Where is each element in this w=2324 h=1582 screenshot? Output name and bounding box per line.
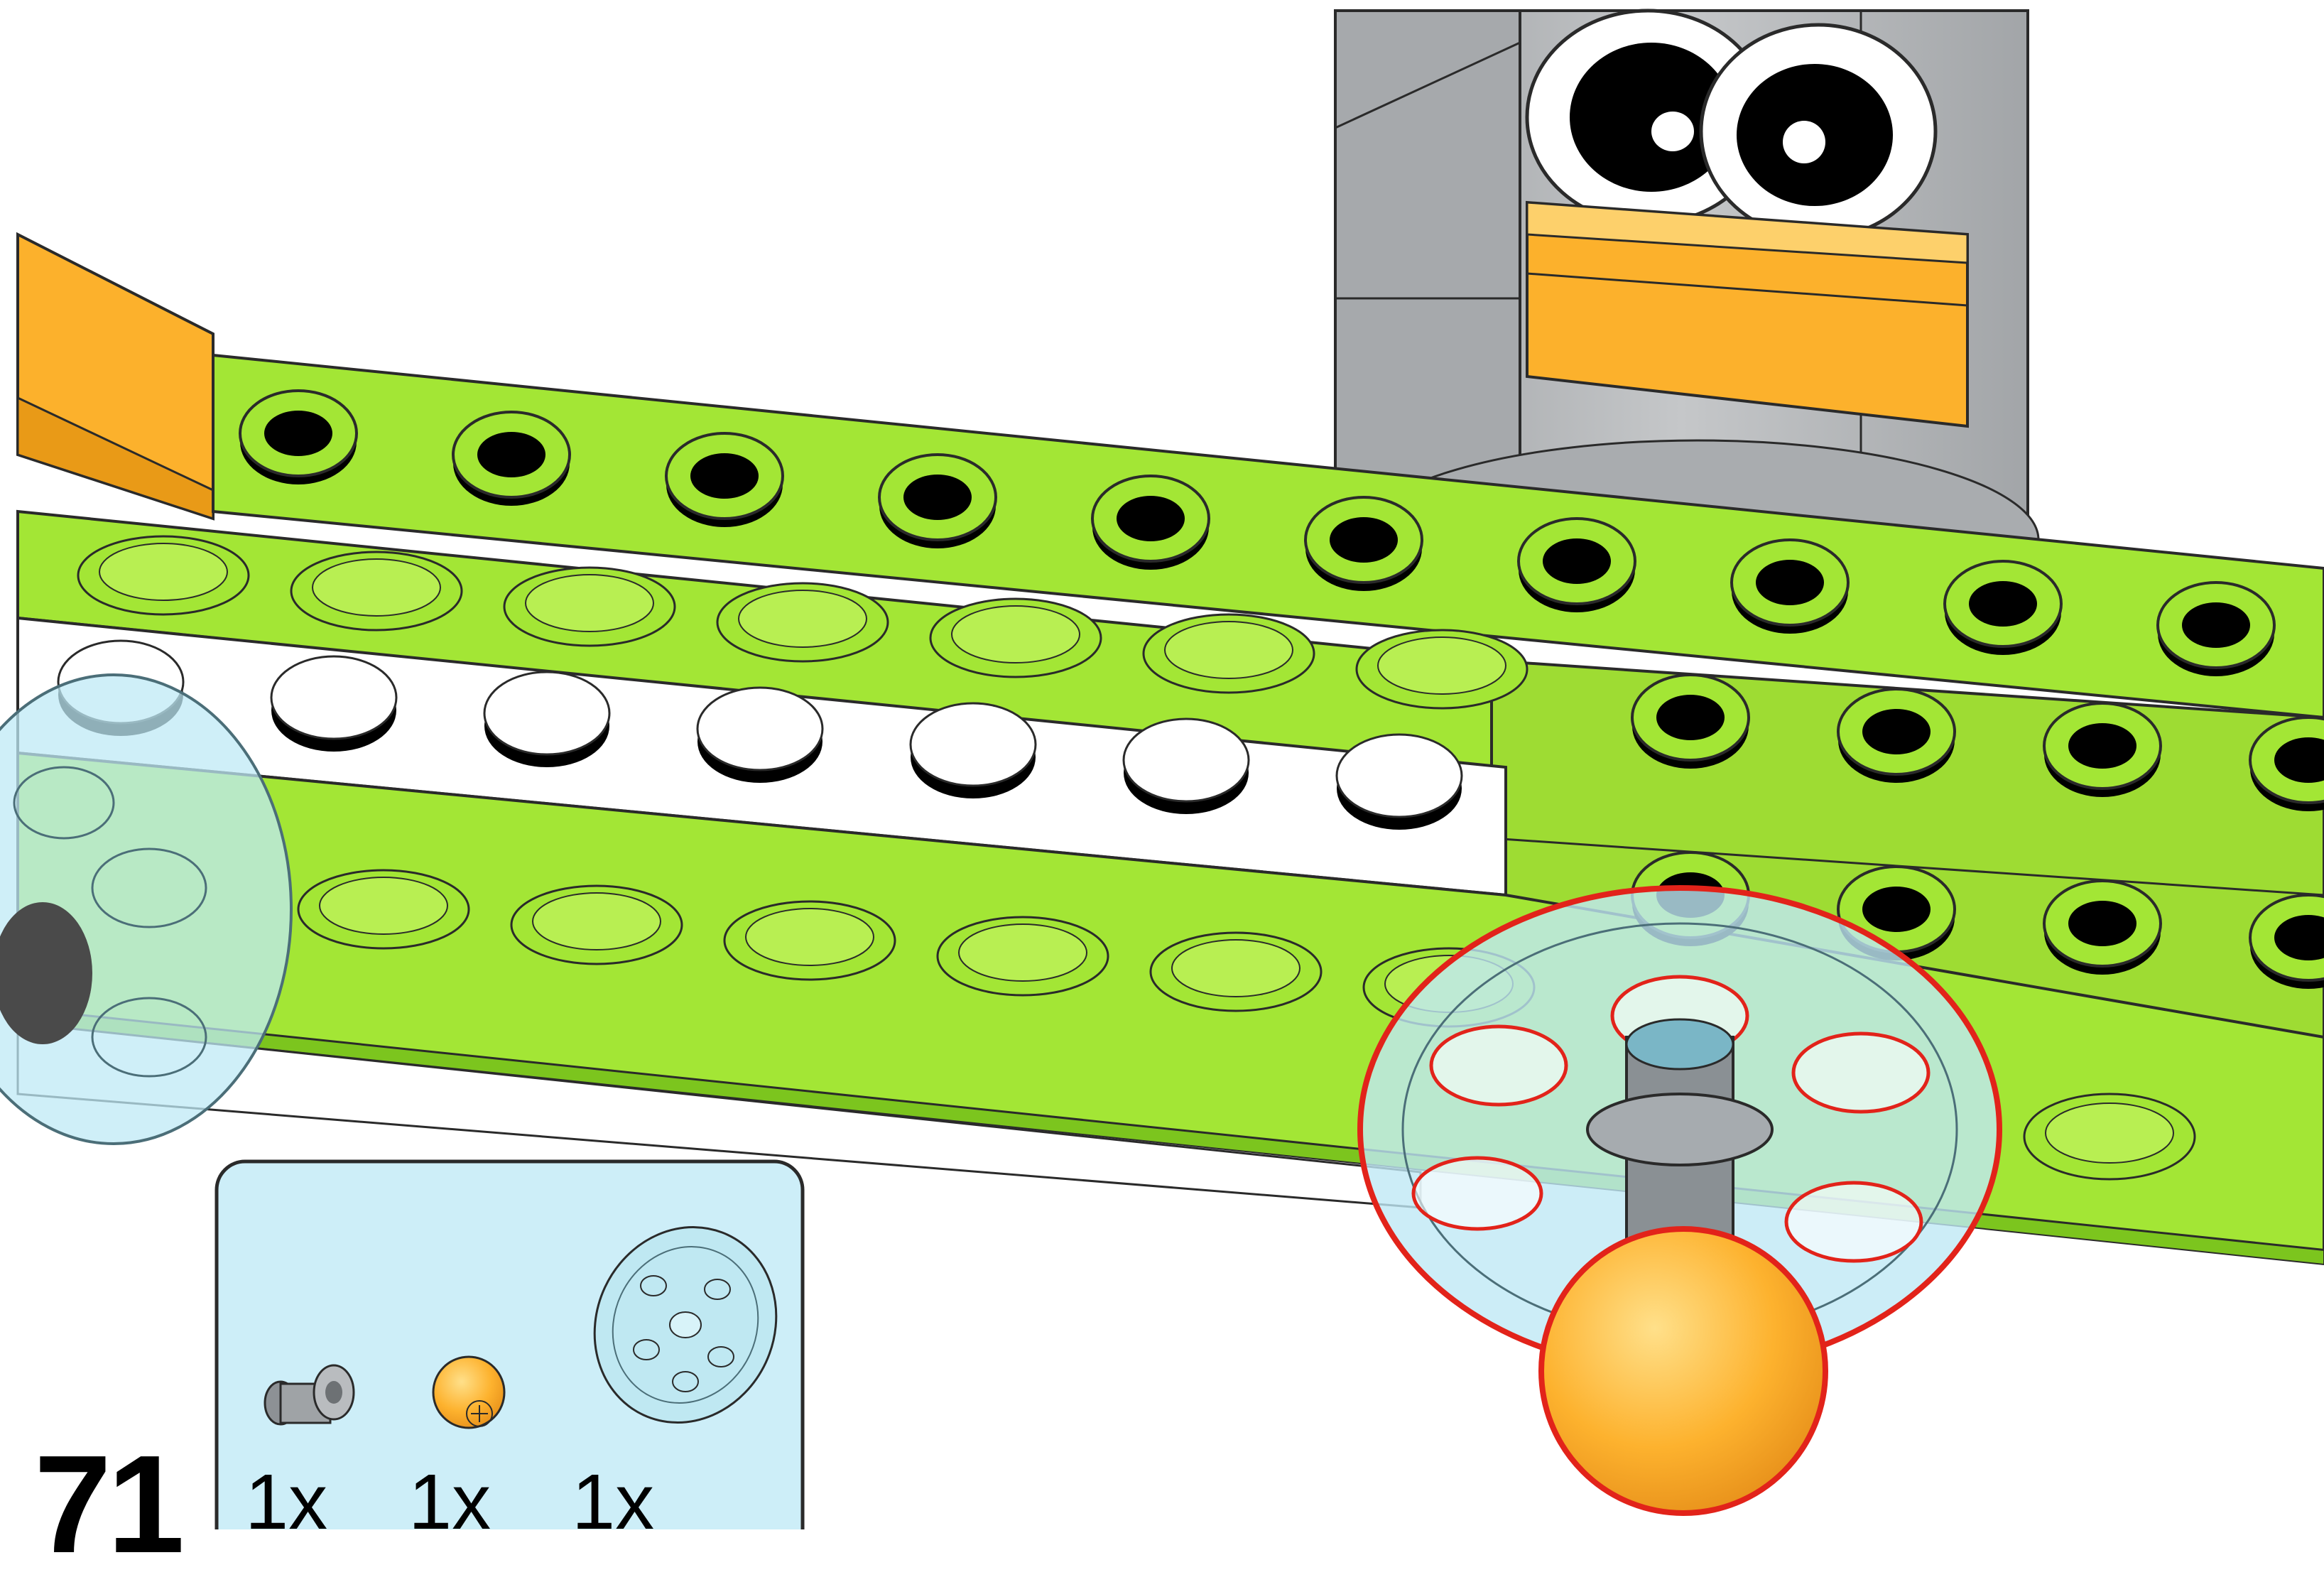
plate-stud-icon	[1151, 933, 1321, 1011]
beam-hole-icon	[666, 433, 783, 527]
ball-quantity: 1x	[408, 1463, 491, 1542]
plate-stud-icon	[504, 568, 675, 646]
white-stud-icon	[271, 656, 396, 752]
orange-brick-left	[18, 234, 213, 519]
bush-quantity: 1x	[245, 1463, 327, 1542]
white-stud-icon	[484, 672, 609, 767]
plate-stud-icon	[291, 552, 462, 630]
plate-stud-icon	[78, 536, 249, 614]
plate-stud-icon	[717, 583, 888, 661]
beam-hole-icon	[240, 391, 357, 484]
beam-hole-icon	[2158, 583, 2274, 676]
beam-hole-icon	[1732, 540, 1848, 634]
beam-hole-icon	[879, 455, 996, 548]
white-stud-icon	[1124, 719, 1249, 814]
beam-hole-icon	[453, 412, 570, 506]
instruction-scene	[0, 0, 2324, 1529]
plate-stud-icon	[298, 870, 469, 948]
right-eye-icon	[1701, 25, 1935, 238]
white-stud-icon	[911, 703, 1036, 798]
step-number: 71	[34, 1435, 180, 1574]
beam-hole-icon	[1092, 476, 1209, 570]
beam-hole-icon	[2044, 881, 2161, 975]
plate-stud-icon	[938, 917, 1108, 995]
beam-hole-icon	[2044, 703, 2161, 797]
plate-stud-icon	[930, 599, 1101, 677]
yellow-ball-icon	[433, 1357, 504, 1428]
beam-hole-icon	[1305, 497, 1422, 591]
wheel-quantity: 1x	[572, 1463, 654, 1542]
beam-hole-icon	[1632, 675, 1749, 769]
yellow-ball	[1541, 1229, 1825, 1513]
beam-hole-icon	[1838, 689, 1955, 783]
white-stud-icon	[1337, 735, 1462, 830]
white-stud-icon	[697, 688, 822, 783]
beam-hole-icon	[1945, 561, 2061, 655]
beam-hole-icon	[1519, 519, 1635, 612]
plate-stud-icon	[724, 901, 895, 980]
plate-stud-icon	[1357, 630, 1527, 708]
plate-stud-icon	[2024, 1094, 2195, 1179]
plate-stud-icon	[1144, 614, 1314, 693]
plate-stud-icon	[511, 886, 682, 964]
